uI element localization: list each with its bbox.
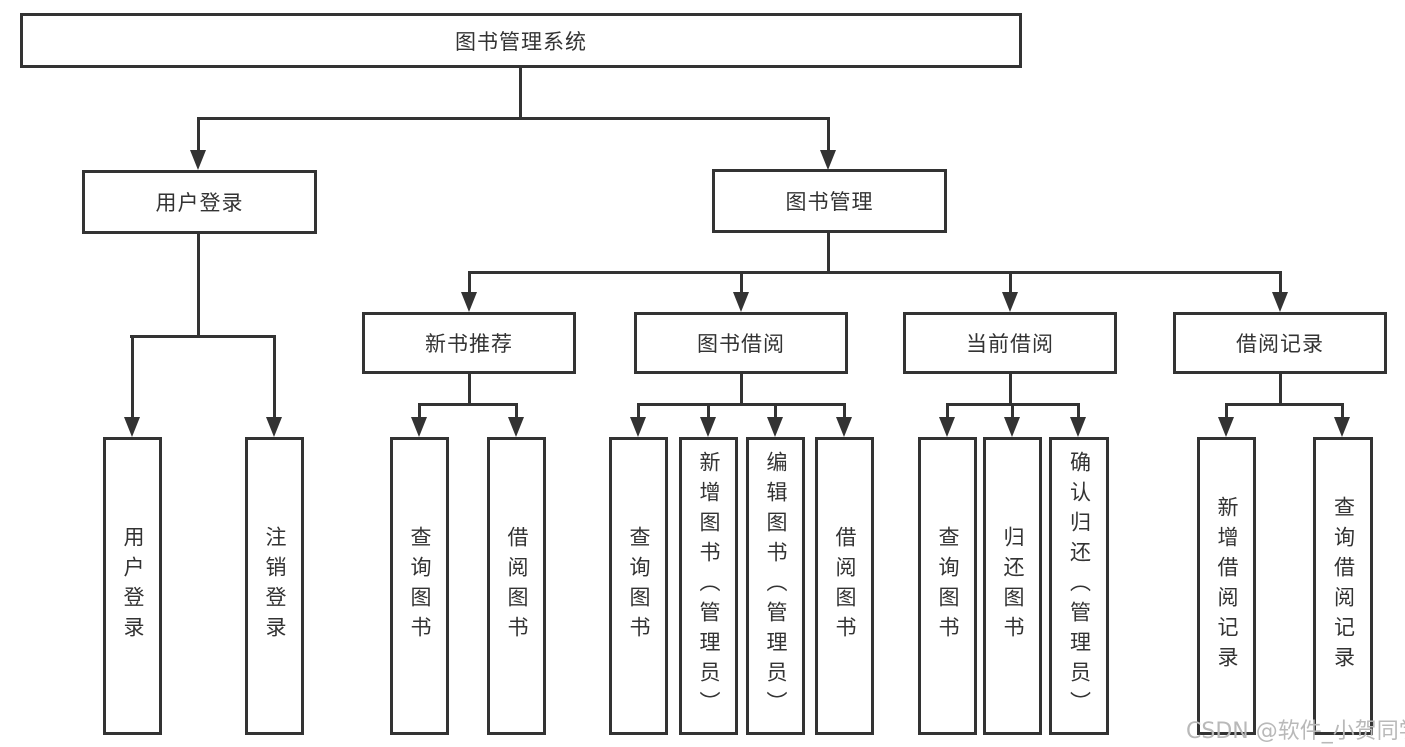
node-query-books-current: 查询图书 — [918, 437, 977, 735]
connector-recommend-stem — [468, 271, 471, 294]
arrowhead-leaf3 — [411, 417, 427, 437]
connector-root-stem — [519, 68, 522, 120]
arrowhead-leaf2 — [266, 417, 282, 437]
node-user-login: 用户登录 — [82, 170, 317, 234]
connector-root-bookmgmt-stem — [827, 117, 830, 152]
node-add-book-admin: 新增图书（管理员） — [679, 437, 738, 735]
node-confirm-return-admin: 确认归还（管理员） — [1049, 437, 1109, 735]
connector-borrowing-stem — [740, 271, 743, 294]
node-add-borrow-record: 新增借阅记录 — [1197, 437, 1256, 735]
node-edit-book-admin: 编辑图书（管理员） — [746, 437, 805, 735]
connector-leaf12-stem — [1225, 403, 1228, 419]
arrowhead-leaf12 — [1218, 417, 1234, 437]
arrowhead-leaf9 — [939, 417, 955, 437]
connector-root-userlogin-stem — [197, 117, 200, 152]
connector-leaf9-stem — [946, 403, 949, 419]
connector-leaf6-stem — [707, 403, 710, 419]
connector-leaf3-stem — [418, 403, 421, 419]
connector-leaf13-stem — [1341, 403, 1344, 419]
connector-bookmgmt-crossbar — [469, 271, 1282, 274]
connector-records-down — [1279, 372, 1282, 406]
node-query-books-recommend: 查询图书 — [390, 437, 449, 735]
node-user-login-action: 用户登录 — [103, 437, 162, 735]
connector-leaf10-stem — [1011, 403, 1014, 419]
connector-leaf1-stem — [131, 335, 134, 419]
connector-userlogin-stem — [197, 232, 200, 338]
connector-userlogin-crossbar — [130, 335, 276, 338]
connector-leaf11-stem — [1077, 403, 1080, 419]
arrowhead-leaf4 — [508, 417, 524, 437]
arrowhead-bookmgmt — [820, 150, 836, 170]
connector-leaf5-stem — [637, 403, 640, 419]
arrowhead-current — [1002, 292, 1018, 312]
connector-records-crossbar — [1225, 403, 1343, 406]
arrowhead-leaf6 — [700, 417, 716, 437]
arrowhead-leaf5 — [630, 417, 646, 437]
node-logout-action: 注销登录 — [245, 437, 304, 735]
node-borrowing-records: 借阅记录 — [1173, 312, 1387, 374]
connector-leaf4-stem — [515, 403, 518, 419]
connector-records-stem — [1279, 271, 1282, 294]
connector-root-crossbar — [197, 117, 830, 120]
arrowhead-recommend — [461, 292, 477, 312]
connector-current-stem — [1009, 271, 1012, 294]
node-book-borrowing: 图书借阅 — [634, 312, 848, 374]
node-query-books-borrowing: 查询图书 — [609, 437, 668, 735]
arrowhead-leaf1 — [124, 417, 140, 437]
arrowhead-leaf13 — [1334, 417, 1350, 437]
node-new-book-recommend: 新书推荐 — [362, 312, 576, 374]
connector-recommend-down — [468, 372, 471, 406]
arrowhead-leaf11 — [1070, 417, 1086, 437]
csdn-watermark: CSDN @软件_小贺同学 — [1186, 719, 1405, 744]
arrowhead-leaf10 — [1004, 417, 1020, 437]
node-root: 图书管理系统 — [20, 13, 1022, 68]
arrowhead-borrowing — [733, 292, 749, 312]
arrowhead-records — [1272, 292, 1288, 312]
node-current-borrowing: 当前借阅 — [903, 312, 1117, 374]
connector-leaf8-stem — [843, 403, 846, 419]
arrowhead-leaf7 — [767, 417, 783, 437]
node-borrow-books-borrowing: 借阅图书 — [815, 437, 874, 735]
connector-leaf2-stem — [273, 335, 276, 419]
connector-recommend-crossbar — [418, 403, 518, 406]
node-borrow-books-recommend: 借阅图书 — [487, 437, 546, 735]
arrowhead-leaf8 — [836, 417, 852, 437]
connector-bookmgmt-stem — [827, 231, 830, 274]
node-query-borrow-record: 查询借阅记录 — [1313, 437, 1373, 735]
connector-borrowing-down — [740, 372, 743, 406]
connector-borrowing-crossbar — [637, 403, 845, 406]
node-book-management: 图书管理 — [712, 169, 947, 233]
node-return-book: 归还图书 — [983, 437, 1042, 735]
connector-current-down — [1009, 372, 1012, 406]
connector-leaf7-stem — [774, 403, 777, 419]
arrowhead-userlogin — [190, 150, 206, 170]
